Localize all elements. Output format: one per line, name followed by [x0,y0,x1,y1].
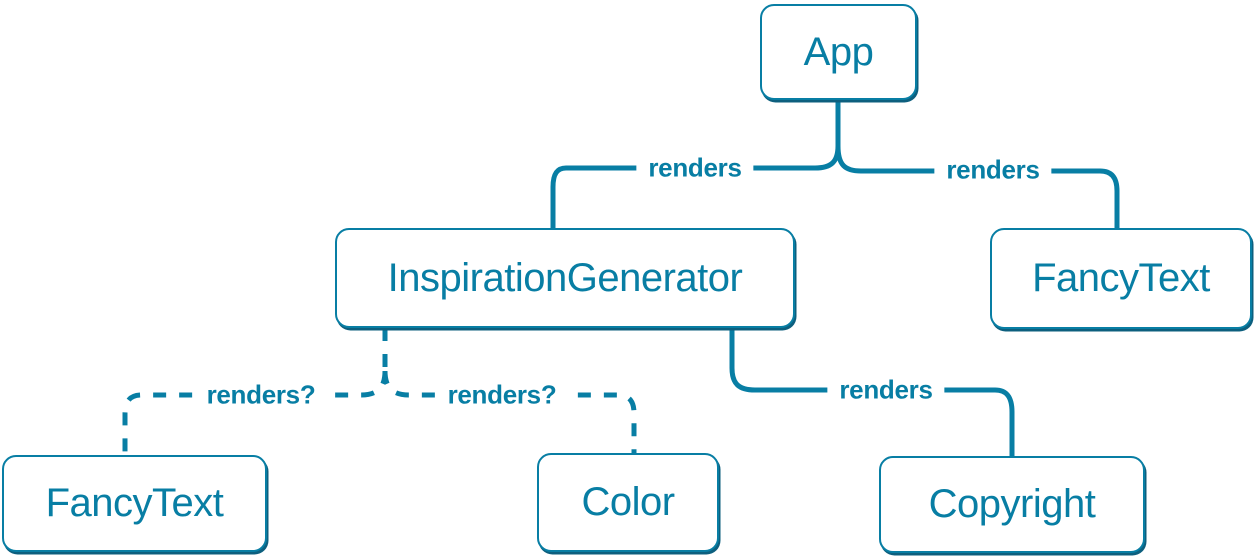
edge-label-inspiration-generator-color: renders? [435,381,569,410]
node-fancy-text-bottom-label: FancyText [45,481,224,525]
edge-app-fancy-text-line [835,145,1120,228]
node-fancy-text-bottom: FancyText [2,455,267,552]
node-copyright-label: Copyright [928,482,1096,526]
node-fancy-text-top-label: FancyText [1032,256,1210,300]
node-app-label: App [803,29,874,74]
node-color: Color [537,453,719,552]
edge-label-inspiration-generator-fancy-text: renders? [194,381,328,410]
edge-label-inspiration-generator-copyright: renders [827,376,945,405]
node-color-label: Color [581,480,675,524]
edge-app-inspiration-generator-line [550,145,841,228]
edge-label-app-fancy-text: renders [934,156,1052,185]
node-app: App [760,4,917,100]
node-inspiration-generator-label: InspirationGenerator [387,255,743,300]
node-inspiration-generator: InspirationGenerator [335,228,795,328]
node-copyright: Copyright [879,456,1145,553]
edge-inspiration-generator-color-line [382,370,637,453]
node-fancy-text-top: FancyText [990,228,1252,329]
edge-label-app-inspiration-generator: renders [636,154,754,183]
